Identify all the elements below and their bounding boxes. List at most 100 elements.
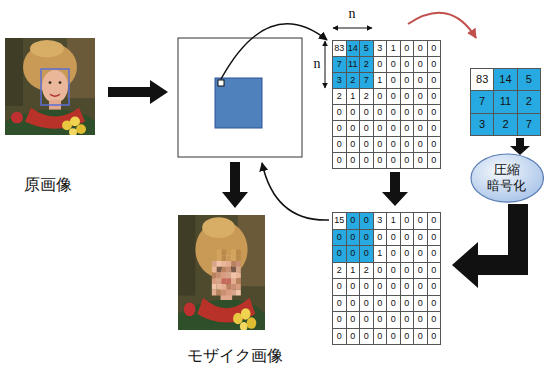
table-cell: 0: [400, 104, 415, 121]
table-cell: 14: [346, 40, 361, 57]
mosaic-photo: [178, 215, 265, 331]
block-marker: [218, 80, 224, 86]
block-arrow: [452, 204, 528, 288]
table-cell: 11: [493, 90, 517, 113]
block-arrow: [222, 162, 248, 208]
mosaic-block: [217, 250, 222, 256]
table-cell: 2: [493, 113, 517, 136]
table-cell: 0: [386, 229, 401, 247]
mosaic-block: [222, 273, 227, 279]
table-cell: 0: [373, 120, 388, 137]
mosaic-block: [222, 290, 227, 296]
table-cell: 0: [373, 262, 388, 280]
table-cell: 0: [346, 120, 361, 137]
table-cell: 1: [346, 88, 361, 105]
caption-label: 原画像: [24, 177, 72, 193]
mosaic-block: [212, 261, 217, 267]
mosaic-block: [222, 267, 227, 273]
table-cell: 0: [427, 245, 442, 263]
table-cell: 0: [386, 278, 401, 296]
table-cell: 0: [400, 229, 415, 247]
table-cell: 0: [427, 152, 442, 169]
table-cell: 0: [332, 229, 347, 247]
table-cell: 0: [359, 245, 374, 263]
table-cell: 0: [346, 278, 361, 296]
table-cell: 0: [332, 295, 347, 313]
table-cell: 0: [400, 212, 415, 230]
table-cell: 7: [517, 113, 541, 136]
table-cell: 0: [427, 278, 442, 296]
table-cell: 0: [400, 152, 415, 169]
mosaic-block: [217, 290, 222, 296]
mosaic-block: [226, 273, 231, 279]
mosaic-block: [231, 267, 236, 273]
table-cell: 0: [359, 311, 374, 329]
mosaic-block: [212, 278, 217, 284]
table-cell: 3: [373, 40, 388, 57]
table-cell: 0: [332, 152, 347, 169]
process-oval: 圧縮 暗号化: [470, 153, 544, 203]
table-cell: 0: [386, 88, 401, 105]
mosaic-block: [222, 261, 227, 267]
table-cell: 0: [386, 104, 401, 121]
table-cell: 0: [386, 295, 401, 313]
table-cell: 0: [346, 245, 361, 263]
mosaic-block: [231, 255, 236, 261]
table-cell: 0: [427, 104, 442, 121]
table-cell: 0: [332, 136, 347, 153]
mosaic-block: [212, 284, 217, 290]
table-cell: 0: [346, 152, 361, 169]
mosaic-block: [226, 250, 231, 256]
table-cell: 7: [332, 56, 347, 73]
table-cell: 0: [427, 262, 442, 280]
mosaic-block: [217, 255, 222, 261]
table-cell: 0: [386, 245, 401, 263]
block-arrow: [510, 138, 530, 155]
table-cell: 0: [400, 40, 415, 57]
table-cell: 0: [346, 212, 361, 230]
table-cell: 0: [400, 278, 415, 296]
table-cell: 5: [517, 68, 541, 91]
table-cell: 0: [359, 104, 374, 121]
table-cell: 0: [413, 295, 428, 313]
mosaic-block: [226, 284, 231, 290]
mosaic-block: [236, 261, 241, 267]
mosaic-block: [222, 278, 227, 284]
table-cell: 3: [373, 212, 388, 230]
table-cell: 15: [332, 212, 347, 230]
table-cell: 0: [400, 136, 415, 153]
mosaic-block: [212, 290, 217, 296]
mosaic-block: [217, 261, 222, 267]
table-cell: 0: [413, 40, 428, 57]
table-cell: 0: [373, 295, 388, 313]
mosaic-block: [236, 255, 241, 261]
table-cell: 83: [332, 40, 347, 57]
table-cell: 0: [373, 56, 388, 73]
table-cell: 0: [413, 311, 428, 329]
table-cell: 0: [413, 56, 428, 73]
table-cell: 0: [386, 72, 401, 89]
image-frame: [178, 38, 302, 157]
face-region: [215, 78, 262, 128]
table-cell: 0: [413, 88, 428, 105]
table-cell: 0: [346, 295, 361, 313]
mosaic-block: [236, 273, 241, 279]
table-cell: 0: [400, 295, 415, 313]
table-cell: 11: [346, 56, 361, 73]
mosaic-block: [236, 290, 241, 296]
table-cell: 0: [346, 104, 361, 121]
table-cell: 83: [470, 68, 494, 91]
table-cell: 0: [332, 278, 347, 296]
table-cell: 0: [373, 311, 388, 329]
curved-arrow: [221, 24, 327, 79]
table-cell: 0: [400, 120, 415, 137]
mosaic-block: [231, 284, 236, 290]
table-cell: 0: [413, 212, 428, 230]
table-cell: 0: [413, 328, 428, 346]
table-cell: 0: [359, 136, 374, 153]
block-arrow: [108, 80, 168, 104]
table-cell: 0: [373, 278, 388, 296]
mosaic-block: [217, 273, 222, 279]
table-cell: 0: [400, 72, 415, 89]
mosaic-block: [217, 267, 222, 273]
